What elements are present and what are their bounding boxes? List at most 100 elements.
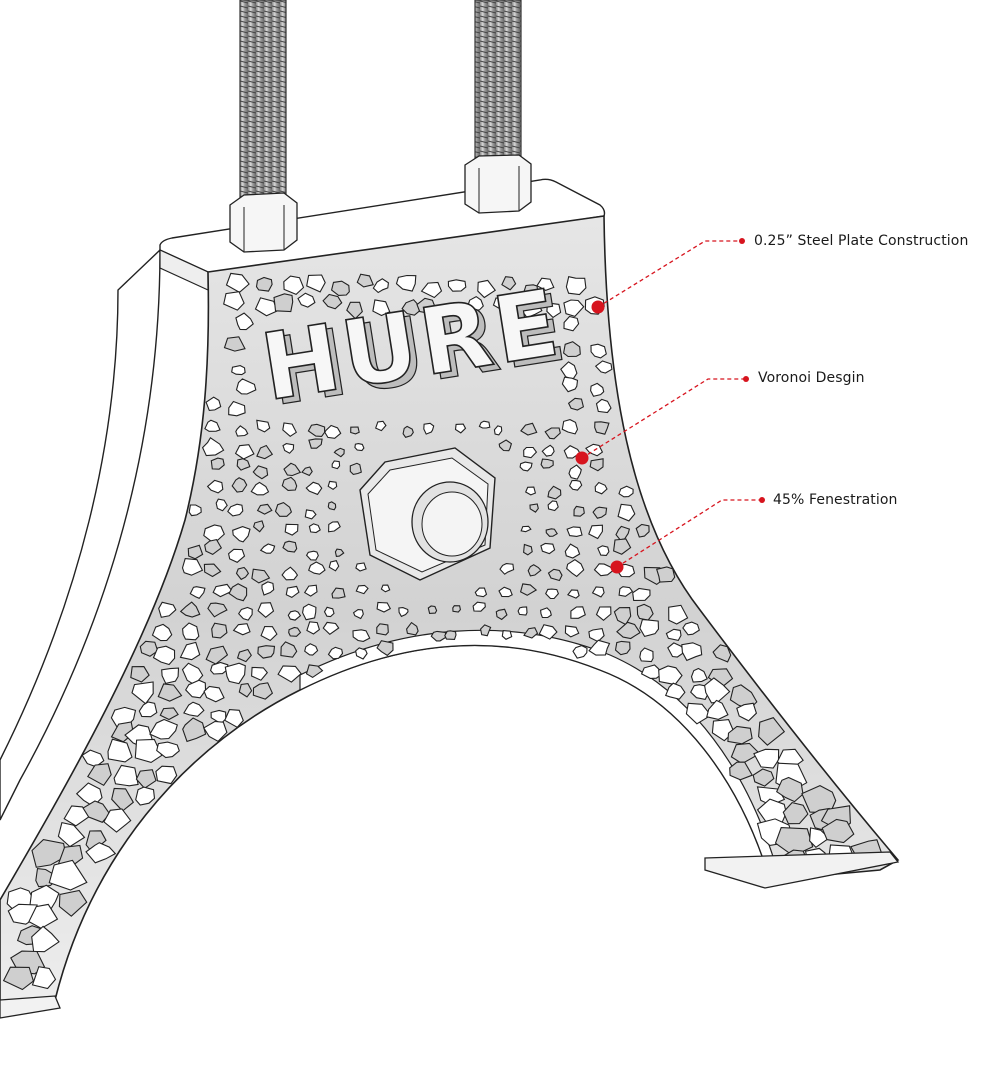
voronoi-cell: [593, 563, 616, 577]
voronoi-cell: [529, 503, 539, 513]
voronoi-cell: [232, 526, 251, 543]
voronoi-cell: [667, 642, 687, 658]
voronoi-cell: [472, 601, 486, 612]
voronoi-cell: [566, 559, 585, 578]
voronoi-cell: [519, 461, 533, 472]
voronoi-cell: [204, 419, 221, 432]
voronoi-cell: [478, 420, 491, 429]
voronoi-cell: [158, 601, 177, 618]
voronoi-cell: [355, 562, 367, 572]
voronoi-cell: [231, 365, 246, 376]
voronoi-cell: [776, 776, 804, 803]
voronoi-cell: [355, 584, 369, 595]
voronoi-cell: [305, 481, 323, 496]
voronoi-cell: [355, 647, 368, 660]
voronoi-cell: [452, 605, 461, 613]
voronoi-cell: [155, 765, 178, 785]
voronoi-cell: [498, 439, 513, 452]
voronoi-cell: [632, 587, 651, 602]
voronoi-cell: [183, 701, 205, 717]
voronoi-cell: [250, 481, 270, 496]
voronoi-cell: [562, 341, 581, 358]
voronoi-cell: [706, 699, 729, 720]
voronoi-cell: [204, 538, 223, 556]
foot-pad-right: [704, 851, 900, 889]
voronoi-cell: [570, 606, 586, 619]
voronoi-cell: [187, 544, 204, 560]
voronoi-cell: [103, 808, 132, 833]
voronoi-cell: [398, 607, 409, 618]
voronoi-cell: [306, 621, 321, 635]
voronoi-cell: [135, 769, 157, 790]
voronoi-cell: [31, 966, 57, 990]
voronoi-cell: [256, 444, 274, 460]
voronoi-cell: [152, 645, 176, 666]
foot-pad-left: [0, 995, 61, 1019]
voronoi-cell: [182, 622, 200, 641]
voronoi-cell: [333, 447, 345, 458]
voronoi-cell: [206, 479, 224, 494]
voronoi-cell: [380, 584, 391, 593]
voronoi-cell: [232, 623, 251, 636]
voronoi-cell: [540, 607, 552, 619]
voronoi-cell: [547, 485, 562, 500]
voronoi-cell: [234, 444, 255, 460]
voronoi-cell: [523, 627, 539, 639]
voronoi-cell: [444, 630, 457, 640]
voronoi-cell: [308, 438, 323, 449]
voronoi-cell: [58, 889, 88, 917]
voronoi-cell: [151, 623, 173, 642]
voronoi-cell: [821, 818, 855, 844]
voronoi-cell: [356, 273, 374, 288]
voronoi-cell: [236, 648, 252, 663]
voronoi-cell: [352, 609, 364, 620]
voronoi-cell: [346, 301, 363, 320]
voronoi-cell: [618, 586, 634, 597]
voronoi-cell: [224, 662, 246, 685]
voronoi-cell: [328, 560, 340, 572]
voronoi-cell: [617, 503, 636, 522]
voronoi-cell: [256, 503, 273, 515]
voronoi-cell: [281, 476, 298, 491]
voronoi-cell: [416, 297, 437, 314]
voronoi-cell: [308, 561, 326, 575]
voronoi-cell: [252, 682, 274, 700]
voronoi-cell: [185, 679, 207, 699]
voronoi-cell: [614, 640, 631, 656]
voronoi-cell: [149, 718, 178, 740]
voronoi-cell: [212, 583, 233, 598]
callout-dot-end: [759, 497, 765, 503]
voronoi-cell: [130, 666, 150, 683]
callout-dot-target: [610, 560, 624, 574]
voronoi-cell: [395, 274, 417, 292]
voronoi-cell: [525, 486, 537, 496]
voronoi-cell: [682, 621, 700, 636]
voronoi-cell: [304, 643, 319, 656]
voronoi-cell: [519, 583, 538, 596]
voronoi-cell: [235, 566, 250, 581]
voronoi-cell: [179, 601, 201, 618]
voronoi-cell: [236, 458, 251, 471]
voronoi-cell: [498, 586, 513, 598]
voronoi-cell: [640, 664, 664, 679]
voronoi-cell: [238, 683, 253, 698]
voronoi-cell: [134, 738, 163, 763]
voronoi-cell: [729, 761, 753, 781]
voronoi-cell: [349, 462, 362, 475]
voronoi-cell: [259, 543, 276, 554]
center-hex-nut: [359, 447, 496, 581]
voronoi-cell: [273, 293, 294, 313]
voronoi-cell: [331, 587, 346, 599]
voronoi-cell: [595, 606, 612, 622]
voronoi-cell: [401, 299, 421, 316]
voronoi-cell: [618, 485, 634, 498]
voronoi-cell: [303, 584, 318, 597]
callout-label-steel-plate: 0.25” Steel Plate Construction: [754, 233, 969, 249]
threaded-rod-right: [474, 0, 522, 166]
voronoi-cell: [352, 629, 371, 642]
voronoi-cell: [430, 630, 447, 642]
voronoi-cell: [690, 667, 708, 683]
voronoi-cell: [589, 458, 604, 472]
voronoi-cell: [284, 523, 299, 536]
